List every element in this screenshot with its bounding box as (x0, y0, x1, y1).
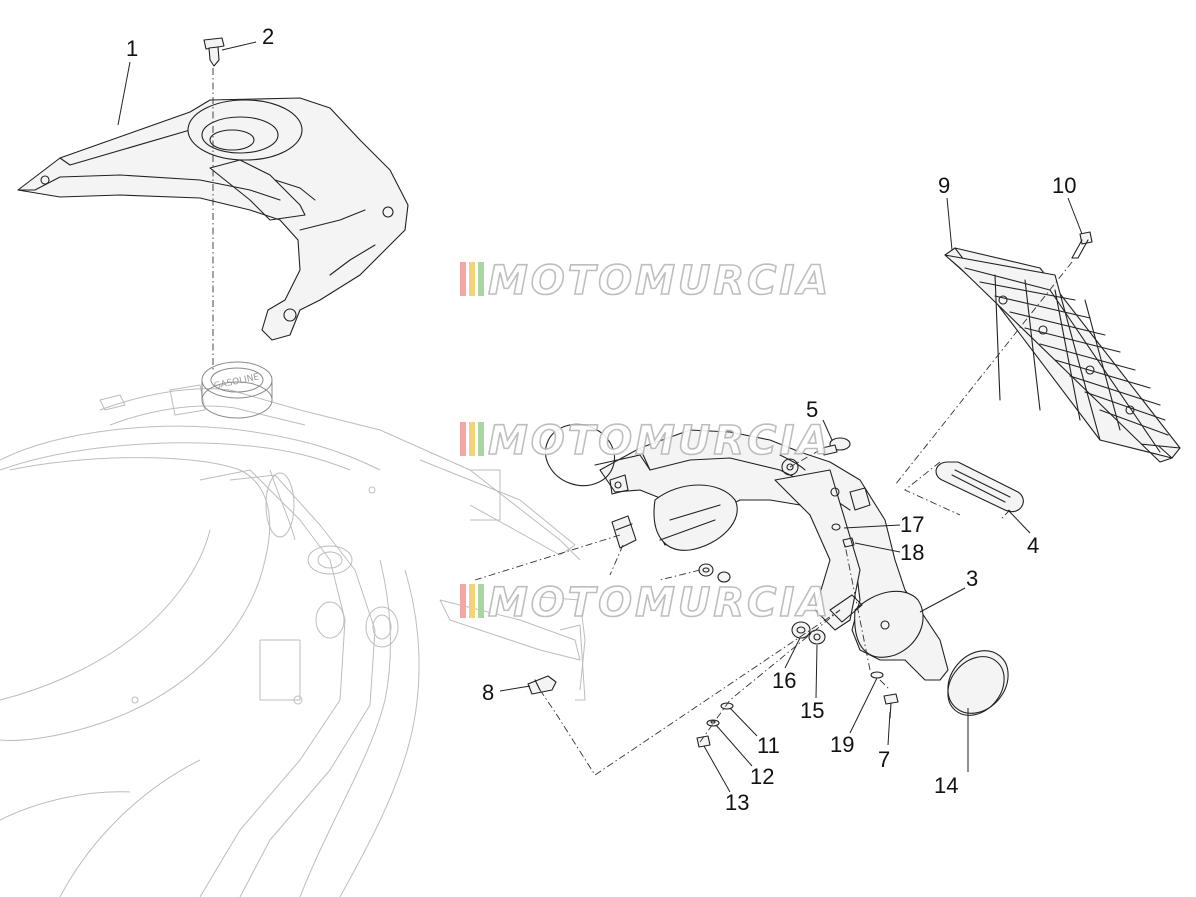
part-16-nut (791, 621, 811, 639)
part-12-washer (706, 719, 720, 727)
part-18-nut (842, 537, 855, 548)
watermark-stripe-red (460, 262, 466, 296)
part-8-clip (527, 675, 557, 695)
callout-9: 9 (938, 173, 950, 198)
watermark-text: MOTOMURCIA (488, 580, 831, 626)
callout-3: 3 (966, 566, 978, 591)
callout-8: 8 (482, 680, 494, 705)
watermark-1: MOTOMURCIA (460, 257, 831, 305)
callout-19: 19 (830, 732, 854, 757)
watermark-stripe-yellow (469, 422, 475, 456)
part-4-reflector (935, 461, 1024, 513)
fuel-cap-label: GASOLINE (213, 372, 260, 391)
part-7-screw (883, 693, 899, 719)
spring-clip (611, 515, 637, 549)
callout-4: 4 (1027, 533, 1039, 558)
callout-12: 12 (750, 764, 774, 789)
part-3-license-bracket (594, 429, 949, 681)
callout-16: 16 (772, 668, 796, 693)
callout-2: 2 (262, 24, 274, 49)
part-17-washer (831, 523, 841, 531)
watermark-stripe-yellow (469, 584, 475, 618)
callout-10: 10 (1052, 173, 1076, 198)
part-5-bolt (821, 437, 851, 456)
watermark-3: MOTOMURCIA (460, 579, 831, 627)
callout-leaders (117, 41, 1083, 793)
watermark-stripe-green (478, 584, 484, 618)
watermark-stripe-red (460, 422, 466, 456)
watermark-text: MOTOMURCIA (488, 258, 831, 304)
callout-14: 14 (934, 773, 958, 798)
watermark-2: MOTOMURCIA (460, 417, 831, 465)
part-14-lens (947, 650, 1009, 716)
callout-18: 18 (900, 540, 924, 565)
callout-1: 1 (126, 36, 138, 61)
callout-labels: 1 2 3 4 5 7 8 9 10 11 12 13 14 15 16 17 … (126, 24, 1076, 815)
scooter-frame-ghost (0, 384, 586, 897)
small-washers-mid (698, 563, 731, 583)
part-10-screw (1071, 231, 1093, 259)
part-15-washer (808, 629, 826, 645)
part-9-license-plate (944, 247, 1181, 463)
callout-5: 5 (806, 397, 818, 422)
assembly-lines (212, 68, 1073, 776)
part-2-screw (203, 37, 225, 67)
part-1-rear-cover (17, 97, 409, 341)
watermark-stripe-red (460, 584, 466, 618)
callout-17: 17 (900, 512, 924, 537)
part-11-washer (720, 702, 734, 710)
callout-13: 13 (725, 790, 749, 815)
watermark-text: MOTOMURCIA (488, 418, 831, 464)
callout-15: 15 (800, 698, 824, 723)
callout-7: 7 (878, 747, 890, 772)
watermark-stripe-green (478, 422, 484, 456)
part-19-washer (870, 671, 884, 679)
watermark-stripe-yellow (469, 262, 475, 296)
part-14-lens-ghost (544, 423, 616, 487)
callout-11: 11 (757, 733, 780, 758)
watermark-stripe-green (478, 262, 484, 296)
fuel-cap: GASOLINE (201, 361, 273, 419)
